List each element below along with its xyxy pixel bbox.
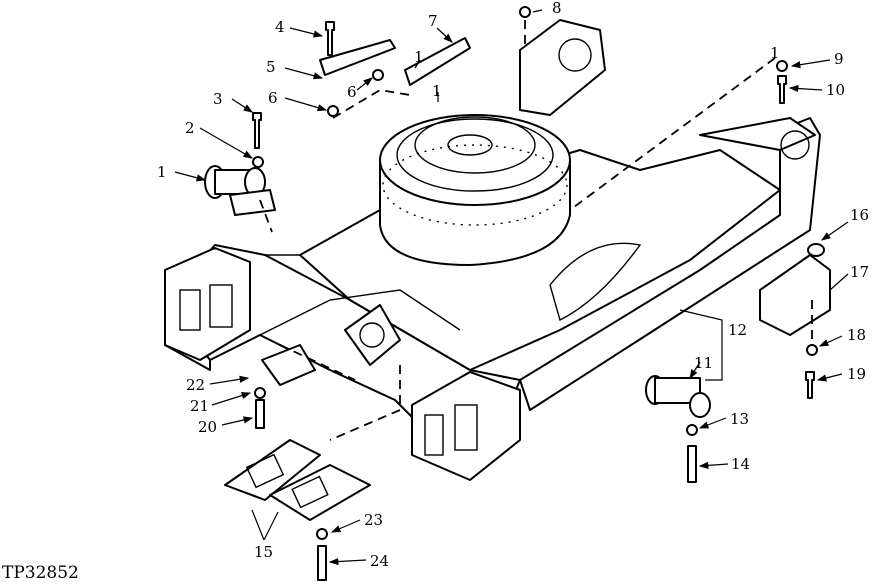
callout-13: 13 — [730, 410, 749, 428]
callout-10: 10 — [826, 81, 845, 99]
caps-and-bolts — [252, 6, 818, 581]
callout-1-cap-c: 1 — [770, 44, 780, 62]
callout-1-cap-b: 1 — [432, 82, 442, 100]
figure-id: TP32852 — [2, 563, 79, 583]
callout-2: 2 — [185, 119, 195, 137]
dashed-assembly-lines — [259, 20, 813, 441]
swing-bearing — [379, 114, 571, 266]
callout-3: 3 — [213, 90, 223, 108]
callout-8: 8 — [552, 0, 562, 17]
callout-9: 9 — [834, 50, 844, 68]
leader-lines — [174, 9, 849, 566]
callout-14: 14 — [731, 455, 750, 473]
callout-labels: 1 2 3 4 5 6 6 7 8 9 10 11 12 13 14 15 16… — [157, 0, 869, 570]
bracket-guard — [759, 243, 831, 336]
callout-12: 12 — [728, 321, 747, 339]
callout-11: 11 — [694, 354, 713, 372]
callout-23: 23 — [364, 511, 383, 529]
callout-4: 4 — [275, 18, 285, 36]
callout-18: 18 — [847, 326, 866, 344]
callout-1-cap-a: 1 — [414, 48, 424, 66]
callout-7: 7 — [428, 12, 438, 30]
callout-17: 17 — [850, 263, 869, 281]
callout-6b: 6 — [347, 83, 357, 101]
callout-21: 21 — [190, 397, 209, 415]
carrier-roller — [204, 165, 276, 216]
callout-6: 6 — [268, 89, 278, 107]
shoe-plates — [224, 344, 371, 521]
callout-1: 1 — [157, 163, 167, 181]
callout-19: 19 — [847, 365, 866, 383]
callout-16: 16 — [850, 206, 869, 224]
track-roller — [645, 375, 711, 418]
callout-24: 24 — [370, 552, 389, 570]
callout-20: 20 — [198, 418, 217, 436]
callout-22: 22 — [186, 376, 205, 394]
callout-15: 15 — [254, 543, 273, 561]
callout-5: 5 — [266, 58, 276, 76]
